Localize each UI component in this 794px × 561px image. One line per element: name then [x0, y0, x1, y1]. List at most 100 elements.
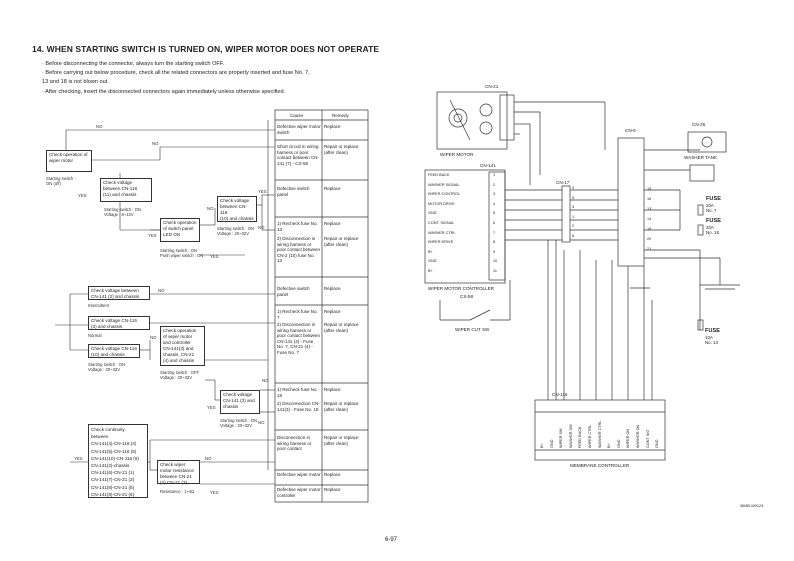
membrane-pins-item: WIPER SW	[559, 428, 564, 448]
b3-line2: of switch panel	[163, 226, 194, 231]
cause-row-4: 1) Recheck fuse No. 13	[277, 221, 318, 232]
check-continuity-box: Check continuity between CN-141(4)-CN-11…	[88, 424, 148, 498]
ctrl-nums-item: 6	[493, 221, 496, 225]
fuse-18-no: No. 18	[706, 230, 719, 235]
no-label-6: NO	[150, 335, 157, 340]
b1-note-2: ON (off)	[46, 181, 61, 186]
cn17-pins-item: 2	[572, 224, 575, 228]
no-label-8: NO	[258, 420, 265, 425]
b10-line5: CN-141(10)-CN-116 (6)	[91, 455, 139, 461]
yes-label-5: YES	[207, 405, 216, 410]
yes-label-2: YES	[148, 233, 157, 238]
b2-line2: between CN-116	[103, 186, 138, 191]
membrane-pins-item: WIPER ON	[626, 428, 631, 448]
b5-line2: CN-141 (2) and chassis	[91, 294, 140, 299]
b8-line3: and controller	[163, 340, 191, 345]
cn17-label: CN-17	[556, 180, 570, 185]
b9-note: Starting switch : ON Voltage : 20~32V	[220, 418, 257, 428]
cause-row-10: 2) Disconnection CN-141(3) - Fuse No. 18	[277, 401, 320, 412]
note-1: · Before disconnecting the connector, al…	[42, 61, 225, 67]
no-label-1: NO	[96, 124, 103, 129]
b10-line7: CN-141(6)-CN-21 (1)	[91, 470, 135, 476]
check-wiper-motor-resistance-box: Check wiper motor resistance between CN-…	[157, 460, 200, 485]
check-voltage-cn141-3-box: Check voltage CN-141 (3) and chassis	[220, 390, 260, 414]
b4-note-2: Voltage : 20~32V	[217, 231, 250, 236]
note-3: 13 and 18 is not blown out.	[42, 79, 109, 86]
ctrl-pins-item: GND	[428, 211, 437, 216]
b9-line2: CN-141 (3) and	[223, 398, 255, 403]
ctrl-nums-item: 7	[493, 230, 496, 235]
fuse-7-no: No. 7	[706, 208, 717, 213]
b11-line1: Check wiper	[160, 462, 186, 467]
b10-line2: between	[91, 434, 109, 440]
cause-row-6: Defective switch panel	[277, 286, 310, 297]
cn17-pins-item: 1	[572, 214, 575, 219]
b10-line1: Check continuity	[91, 427, 125, 432]
b9-note-2: Voltage : 20~32V	[220, 423, 253, 428]
b9-line1: Check voltage	[223, 392, 253, 397]
remedy-row-5: Repair or replace (after clean)	[324, 236, 359, 247]
remedy-row-4: Replace	[324, 221, 341, 226]
note-4: · After checking, insert the disconnecte…	[42, 88, 286, 95]
b10-line10: CN-141(9)-CN-21 (6)	[91, 491, 135, 497]
ctrl-pins-item: MOTOR DRIVE	[428, 201, 455, 206]
cn17-pins-item: 4	[572, 186, 575, 190]
b8-line4: CN-141(3) and	[163, 346, 194, 351]
b11-line3: between CN-21	[160, 474, 192, 479]
check-wiper-motor-box: Check operation of wiper motor	[46, 150, 92, 172]
b5-line1: Check voltage between	[91, 288, 139, 293]
membrane-pins-item: WASHER ON	[636, 424, 640, 448]
wiring-diagram	[424, 91, 740, 461]
cn5-pins-item: 14	[647, 217, 652, 221]
cause-row-8: 2) Disconnection in wiring harness or po…	[277, 322, 321, 355]
ctrl-nums-item: 4	[493, 201, 496, 206]
ctrl-pins-item: WASHER CTRL	[428, 230, 456, 235]
wiper-controller-label: WIPER MOTOR CONTROLLER	[428, 286, 495, 291]
b1-note-1: Starting switch :	[46, 176, 76, 181]
cn5-pins-item: 20	[647, 237, 652, 241]
cn5-label: CN-5	[625, 128, 636, 133]
b10-line4: CN-141(5)-CN-116 (5)	[91, 448, 137, 454]
b5-note: Intermittent	[88, 303, 109, 308]
cn17-pins-item: 6	[572, 233, 575, 238]
remedy-header: Remedy	[332, 113, 349, 118]
b7-line1: Check voltage CN-116	[91, 346, 137, 351]
ctrl-nums-item: 1	[493, 173, 496, 177]
remedy-row-2: Repair or replace (after clean)	[324, 144, 359, 155]
cause-row-11: Disconnection in wiring harness or poor …	[277, 435, 312, 452]
b4-note: Starting switch : ON Voltage : 20~32V	[217, 226, 254, 236]
wiper-cut-sw-label: WIPER CUT SW	[455, 327, 490, 332]
membrane-pins-item: B+	[540, 443, 544, 448]
wiper-motor-label: WIPER MOTOR	[440, 152, 474, 157]
b9-note-1: Starting switch : ON	[220, 418, 258, 423]
b2-line1: Check voltage	[103, 180, 133, 185]
cause-row-9: 1) Recheck fuse No. 18	[277, 387, 318, 398]
remedy-row-9: Replace	[324, 387, 341, 392]
ctrl-pins-item: WIPER CONTROL	[428, 192, 461, 197]
cause-row-13: Defective wiper motor controller	[277, 487, 321, 498]
b6-note: Normal	[88, 333, 102, 338]
fuse-13-rating: 10A	[705, 335, 713, 340]
check-voltage-cn116-10b-box: Check voltage CN-116 (10) and chassis	[88, 344, 140, 358]
remedy-row-1: Replace	[324, 124, 341, 129]
b7-note-1: Starting switch : ON	[88, 362, 126, 367]
ctrl-pins-item: B+	[428, 269, 433, 273]
ctrl-pins-item: CONT. SIGNAL	[428, 221, 455, 225]
fuse-7-rating: 20A	[706, 203, 714, 208]
b2-note-1: Starting switch : ON	[104, 207, 142, 212]
b2-note-2: Voltage : 8~12V	[104, 212, 134, 217]
b8-note-1: Starting switch : OFF	[160, 370, 200, 375]
cause-header: Cause	[290, 113, 304, 118]
membrane-pins-item: WASHER SW	[568, 424, 573, 448]
b7-note-2: Voltage : 20~32V	[88, 367, 121, 372]
yes-label-6: YES	[74, 456, 83, 461]
cn25-label: CN-25	[692, 122, 706, 127]
b11-line4: (2) CN-21 (3)	[160, 480, 188, 485]
fuse-7-label: FUSE	[706, 196, 721, 202]
b3-line1: Check operation	[163, 220, 197, 225]
remedy-row-8: Repair or replace (after clean)	[324, 322, 359, 333]
b8-line2: of wiper motor	[163, 334, 193, 339]
b8-note-2: Voltage : 20~32V	[160, 375, 193, 380]
b3-note-1: Starting switch : ON	[160, 248, 198, 253]
b1-note: Starting switch : ON (off)	[46, 176, 76, 186]
